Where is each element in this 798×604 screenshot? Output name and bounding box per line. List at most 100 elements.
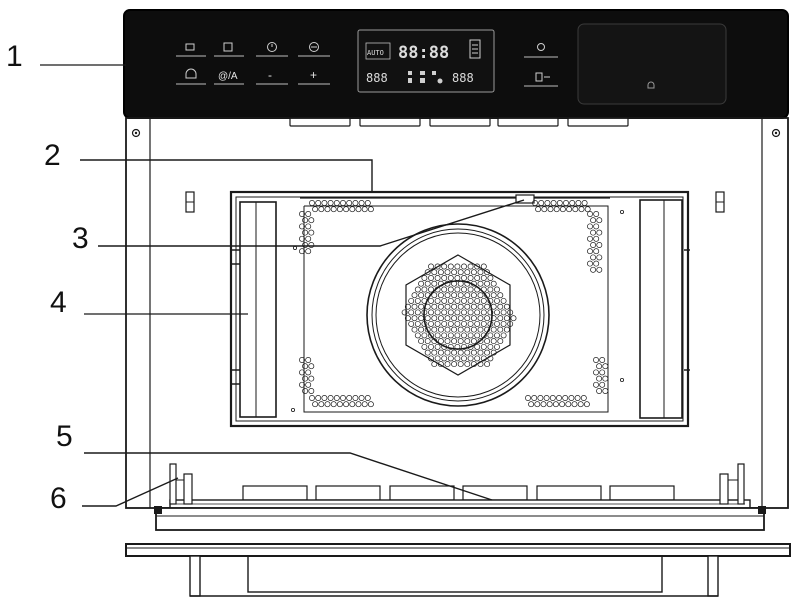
power-level-icon (176, 43, 206, 57)
callout-6: 6 (50, 477, 179, 515)
vent-hole (457, 326, 464, 333)
vent-hole (602, 375, 609, 382)
screw-icon (771, 128, 781, 138)
vent-hole (543, 395, 550, 401)
vent-hole (299, 357, 305, 363)
vent-hole (431, 326, 438, 333)
vent-hole (336, 401, 343, 408)
vent-hole (447, 332, 454, 339)
vent-hole (580, 395, 587, 401)
vent-hole (305, 223, 312, 230)
vent-hole (500, 320, 507, 327)
vent-hole (503, 326, 510, 333)
vent-hole (552, 401, 559, 408)
vent-hole (559, 401, 566, 408)
vent-hole (528, 401, 535, 408)
vent-hole (336, 206, 343, 213)
vent-hole (437, 303, 444, 310)
vent-hole (599, 369, 606, 376)
vent-hole (299, 369, 305, 376)
vent-hole (327, 200, 334, 206)
vent-hole (487, 332, 494, 339)
vent-hole (494, 297, 500, 304)
turntable (366, 223, 550, 407)
minus-key: - (256, 68, 288, 85)
vent-hole (593, 211, 600, 217)
vent-hole (299, 235, 305, 242)
vent-hole (451, 326, 458, 333)
vent-hole (568, 395, 575, 401)
vent-hole (484, 269, 491, 276)
callout-label: 2 (44, 139, 61, 172)
vent-hole (477, 349, 484, 356)
vent-hole (424, 326, 431, 333)
display-window: AUTO 88:88 888 888 (357, 29, 495, 93)
vent-hole (454, 320, 461, 327)
vent-hole (457, 315, 464, 322)
vent-hole (540, 401, 547, 408)
vent-hole (299, 211, 305, 217)
vent-hole (457, 269, 464, 276)
vent-hole (467, 275, 474, 281)
vent-hole (565, 401, 572, 408)
vent-hole (308, 375, 315, 382)
plus-key: + (298, 68, 330, 85)
vent-hole (437, 292, 444, 299)
display-battery-icon (469, 39, 481, 59)
vent-hole (315, 200, 322, 206)
vent-hole (487, 309, 494, 316)
vent-hole (550, 200, 557, 206)
vent-hole (490, 326, 497, 333)
vent-hole (494, 286, 500, 293)
vent-hole (484, 361, 491, 368)
vent-hole (470, 303, 477, 310)
vent-hole (497, 303, 504, 310)
vent-hole (596, 363, 603, 370)
vent-hole (434, 309, 441, 316)
vent-hole (318, 401, 325, 408)
vent-hole (308, 388, 315, 394)
vent-hole (299, 381, 305, 388)
vent-hole (428, 343, 434, 350)
door-latch-right (715, 191, 725, 213)
vent-hole (571, 401, 578, 408)
vent-hole (474, 275, 481, 281)
vent-hole (553, 206, 560, 213)
callout-4: 4 (50, 286, 248, 319)
vent-hole (470, 326, 477, 333)
vent-hole (421, 275, 428, 281)
vent-hole (480, 275, 487, 281)
vent-hole (584, 206, 591, 213)
vent-hole (590, 266, 597, 273)
vent-hole (503, 303, 510, 310)
vent-hole (454, 263, 461, 270)
vent-hole (470, 349, 477, 356)
vent-hole (454, 332, 461, 339)
callouts: 1 2 3 4 5 6 (6, 40, 525, 515)
vent-hole (414, 309, 421, 316)
vent-hole (447, 286, 454, 293)
vent-hole (484, 303, 491, 310)
vent-hole (480, 320, 487, 327)
vent-hole (581, 200, 588, 206)
vent-hole (500, 297, 507, 304)
vent-hole (441, 320, 448, 327)
callout-label: 6 (50, 482, 67, 515)
vent-hole (437, 269, 444, 276)
vent-hole (596, 217, 603, 224)
stop-icon (298, 42, 330, 57)
vent-hole (418, 292, 425, 299)
vent-hole (596, 266, 603, 273)
vent-hole (474, 332, 481, 339)
vent-hole (434, 332, 441, 339)
vent-hole (461, 355, 467, 362)
vent-hole (461, 263, 467, 270)
vent-hole (461, 309, 467, 316)
vent-hole (367, 206, 374, 213)
side-wall-left (232, 201, 277, 418)
vent-hole (467, 263, 474, 270)
waveguide-cover (515, 194, 535, 204)
vent-hole (461, 275, 467, 281)
vent-hole (418, 338, 425, 345)
vent-hole (414, 297, 421, 304)
